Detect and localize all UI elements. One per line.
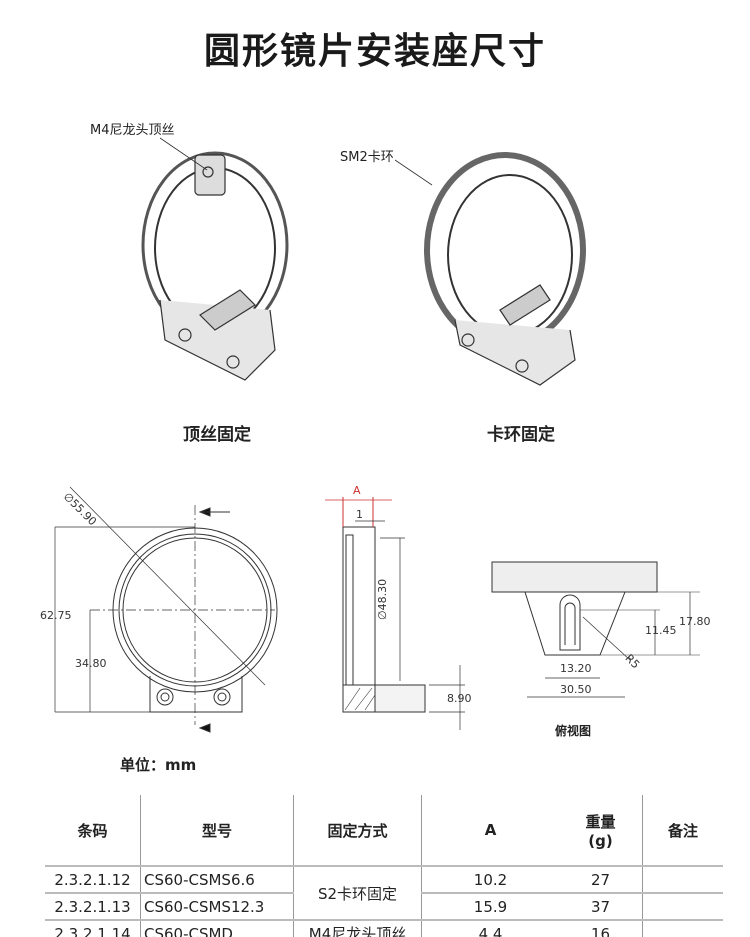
dim-height: 62.75 [40, 609, 72, 622]
cell-weight: 16 [590, 924, 611, 937]
cell-fix: M4尼龙头顶丝 [293, 920, 422, 937]
col-a: A [421, 795, 559, 866]
dim-a: A [353, 484, 361, 497]
cell-code: 2.3.2.1.12 [54, 870, 131, 889]
dim-base: 8.90 [447, 692, 472, 705]
ring-callout: SM2卡环 [340, 150, 394, 165]
table-row: 2.3.2.1.14 CS60-CSMD M4尼龙头顶丝 4.4 16 [45, 920, 723, 937]
cell-weight: 27 [590, 870, 611, 889]
cell-weight: 37 [590, 897, 611, 916]
dim-center-height: 34.80 [75, 657, 107, 670]
drawings [54, 137, 700, 733]
col-weight-label: 重量 [585, 812, 616, 831]
spec-table: 条码 型号 固定方式 A 重量(g) 备注 2.3.2.1.12 CS60-CS… [45, 795, 723, 937]
cell-model: CS60-CSMS12.3 [140, 893, 294, 920]
col-note: 备注 [642, 795, 723, 866]
setscrew-caption: 顶丝固定 [183, 425, 251, 445]
cell-fix: S2卡环固定 [293, 866, 422, 920]
table-row: 2.3.2.1.12 CS60-CSMS6.6 S2卡环固定 10.2 27 [45, 866, 723, 920]
cell-model: CS60-CSMS6.6 [140, 866, 294, 893]
col-model: 型号 [140, 795, 294, 866]
cell-note [642, 893, 723, 920]
cell-a: 10.2 [421, 866, 559, 893]
front-view-drawing [54, 486, 278, 733]
col-fix: 固定方式 [293, 795, 422, 866]
cell-model: CS60-CSMD [140, 920, 294, 937]
cell-note [642, 866, 723, 893]
top-view-drawing [491, 561, 700, 698]
ring-mount-render [424, 152, 586, 386]
setscrew-mount-render [141, 151, 289, 381]
dim-top-slot: 13.20 [560, 662, 592, 675]
cell-code: 2.3.2.1.13 [54, 897, 131, 916]
page-title: 圆形镜片安装座尺寸 [203, 31, 546, 72]
cell-a: 4.4 [421, 920, 559, 937]
unit-label: 单位：mm [120, 756, 197, 774]
cell-a: 15.9 [421, 893, 559, 920]
ring-caption: 卡环固定 [487, 425, 555, 445]
dim-top-d1: 17.80 [679, 615, 711, 628]
dim-top-width: 30.50 [560, 683, 592, 696]
cell-note [642, 920, 723, 937]
col-code: 条码 [77, 821, 108, 840]
top-view-caption: 俯视图 [555, 724, 592, 738]
table-header: 条码 型号 固定方式 A 重量(g) 备注 [45, 795, 723, 866]
side-view-drawing [325, 497, 465, 730]
dim-top-d2: 11.45 [645, 624, 677, 637]
col-weight: 重量(g) [559, 795, 643, 866]
col-weight-unit: (g) [588, 831, 613, 850]
dim-lip: 1 [356, 508, 363, 521]
dim-inner-diameter: ∅48.30 [376, 578, 389, 620]
setscrew-callout: M4尼龙头顶丝 [90, 123, 175, 138]
cell-code: 2.3.2.1.14 [54, 924, 131, 937]
